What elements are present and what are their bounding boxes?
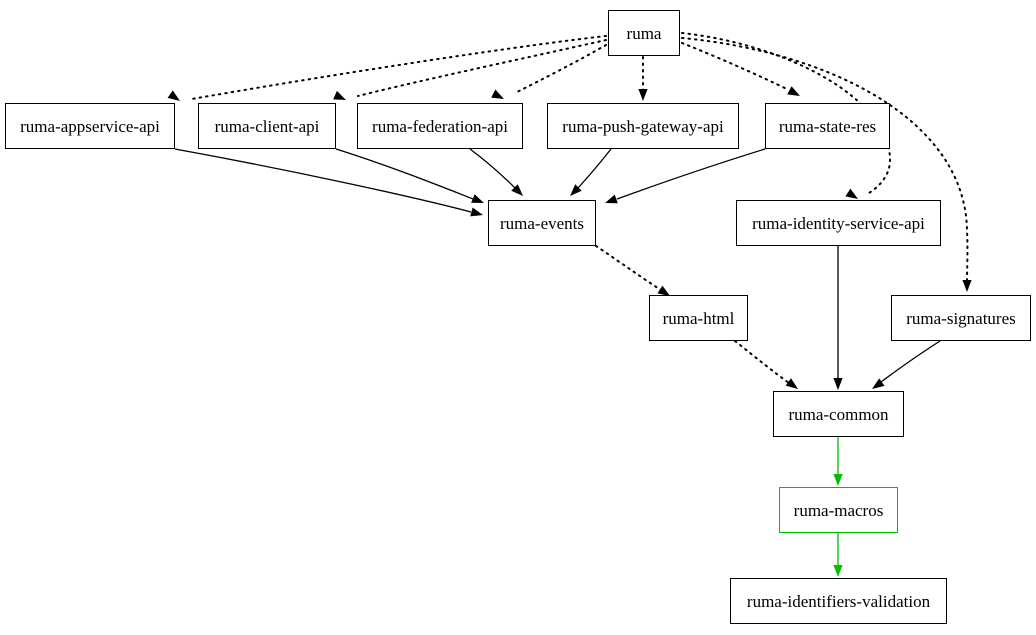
graph-node-ruma-client-api: ruma-client-api [198, 103, 336, 149]
graph-node-label: ruma-client-api [214, 116, 320, 136]
graph-node-ruma-appservice-api: ruma-appservice-api [5, 103, 175, 149]
graph-node-label: ruma-identifiers-validation [746, 591, 931, 611]
graph-node-ruma-identity-service-api: ruma-identity-service-api [736, 200, 941, 246]
graph-edge-ruma-to-ruma-federation-api [491, 44, 607, 99]
arrowhead [511, 184, 523, 196]
graph-edge-ruma-common-to-ruma-macros [833, 437, 843, 486]
graph-node-label: ruma-identity-service-api [752, 213, 925, 233]
graph-node-ruma-push-gateway-api: ruma-push-gateway-api [547, 103, 739, 149]
graph-node-ruma-identifiers-validation: ruma-identifiers-validation [730, 578, 947, 624]
graph-edge-ruma-push-gateway-api-to-ruma-events [570, 148, 612, 196]
graph-node-ruma: ruma [608, 10, 680, 56]
arrowhead [491, 89, 504, 99]
arrowhead [833, 378, 843, 390]
arrowhead [570, 184, 582, 196]
graph-node-ruma-html: ruma-html [649, 295, 748, 341]
graph-edge-ruma-signatures-to-ruma-common [872, 340, 941, 389]
graph-edge-ruma-client-api-to-ruma-events [335, 148, 484, 203]
graph-edge-ruma-appservice-api-to-ruma-events [174, 148, 483, 217]
graph-node-ruma-common: ruma-common [773, 391, 904, 437]
arrowhead [471, 194, 484, 203]
graph-node-label: ruma-state-res [778, 116, 877, 136]
graph-node-ruma-signatures: ruma-signatures [891, 295, 1031, 341]
graph-node-label: ruma-push-gateway-api [562, 116, 724, 136]
graph-node-label: ruma-events [499, 213, 585, 233]
graph-node-label: ruma-html [662, 308, 735, 328]
graph-edge-ruma-to-ruma-signatures [681, 37, 972, 292]
arrowhead [833, 565, 843, 577]
graph-edge-ruma-html-to-ruma-common [734, 340, 798, 389]
graph-node-label: ruma-federation-api [372, 116, 508, 136]
arrowhead [470, 207, 483, 217]
graph-edge-ruma-identity-service-api-to-ruma-common [833, 246, 843, 390]
graph-edge-ruma-federation-api-to-ruma-events [469, 148, 523, 196]
graph-edge-ruma-events-to-ruma-html [595, 245, 670, 296]
graph-node-ruma-federation-api: ruma-federation-api [357, 103, 523, 149]
arrowhead [605, 194, 618, 204]
graph-edge-ruma-macros-to-ruma-identifiers-validation [833, 533, 843, 577]
graph-node-label: ruma-common [788, 404, 889, 424]
graph-node-label: ruma-signatures [906, 308, 1016, 328]
graph-node-label: ruma [626, 23, 662, 43]
arrowhead [833, 474, 843, 486]
arrowhead [962, 280, 972, 292]
arrowhead [787, 86, 800, 96]
graph-edge-ruma-to-ruma-push-gateway-api [638, 56, 648, 101]
graph-edge-ruma-state-res-to-ruma-events [605, 148, 766, 204]
graph-node-ruma-state-res: ruma-state-res [765, 103, 890, 149]
graph-node-label: ruma-macros [793, 500, 884, 520]
graph-edge-ruma-to-ruma-client-api [333, 39, 607, 100]
graph-node-ruma-events: ruma-events [488, 200, 596, 246]
graph-edge-ruma-to-ruma-state-res [681, 42, 800, 96]
arrowhead [638, 89, 648, 101]
graph-edge-ruma-to-ruma-appservice-api [167, 35, 607, 101]
graph-node-label: ruma-appservice-api [20, 116, 160, 136]
graph-node-ruma-macros: ruma-macros [779, 487, 898, 533]
